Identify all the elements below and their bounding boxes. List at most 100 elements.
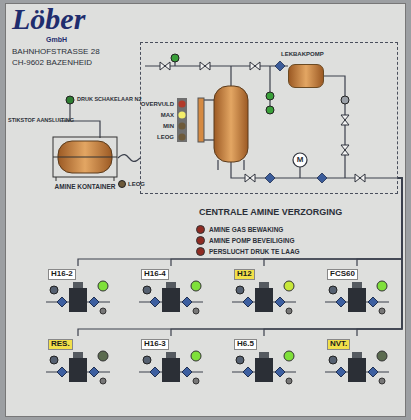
valve-block — [69, 288, 87, 312]
supply-line-path — [78, 178, 402, 336]
pressure-lamp — [66, 96, 74, 104]
test-button — [379, 378, 385, 384]
test-button — [193, 308, 199, 314]
valve-head — [166, 282, 176, 289]
pipe-line — [269, 66, 270, 110]
valve-head — [259, 282, 269, 289]
valve-block — [162, 288, 180, 312]
legend-text: AMINE GAS BEWAKING — [209, 226, 283, 233]
filter-diamond — [89, 367, 99, 377]
status-lamp — [98, 351, 108, 361]
status-lamp — [377, 351, 387, 361]
status-lamp — [191, 281, 201, 291]
filter-diamond — [182, 297, 192, 307]
station-tag: FCS60 — [327, 269, 358, 280]
company-logo: Löber — [12, 2, 85, 35]
level-lamp — [178, 100, 185, 107]
supply-line — [78, 178, 402, 336]
empty-lamp — [119, 181, 126, 188]
pipe-line — [60, 121, 100, 138]
motor-symbol — [293, 153, 307, 167]
supply-line-path — [171, 178, 402, 266]
dosing-station: H16-3 — [135, 336, 207, 386]
unit-heading: CENTRALE AMINE VERZORGING — [199, 208, 342, 218]
station-tag: H16-3 — [141, 339, 169, 350]
filter-diamond — [368, 297, 378, 307]
test-button — [100, 378, 106, 384]
status-lamp — [377, 281, 387, 291]
dosing-station: H6.5 — [228, 336, 300, 386]
supply-unit-box: CENTRALE AMINE VERZORGINGLEKBAKPOMP — [140, 42, 398, 194]
main-vessel — [214, 86, 248, 162]
pipe-line — [204, 99, 214, 100]
supply-line — [264, 178, 402, 336]
pressure-gauge — [143, 286, 151, 294]
station-tag: H12 — [234, 269, 255, 280]
valve-head — [259, 352, 269, 359]
status-lamp — [284, 351, 294, 361]
panel-label: BAHNHOFSTRASSE 28 — [12, 48, 100, 57]
supply-line — [357, 178, 402, 266]
valve-head — [352, 352, 362, 359]
container-cage — [53, 157, 117, 181]
filter-diamond — [243, 367, 253, 377]
panel-label: GmbH — [46, 36, 67, 44]
panel-label: CH-9602 BAZENHEID — [12, 59, 92, 68]
filter-diamond — [336, 297, 346, 307]
panel-label: DRUK SCHAKELAAR N2 — [77, 96, 141, 102]
valve-symbol — [341, 145, 349, 155]
valve-head — [352, 282, 362, 289]
pressure-gauge — [50, 286, 58, 294]
test-button — [193, 378, 199, 384]
filter-diamond — [265, 173, 275, 183]
filter-diamond — [57, 297, 67, 307]
valve-block — [348, 358, 366, 382]
station-tag: NVT. — [327, 339, 350, 350]
valve-symbol — [200, 62, 210, 70]
panel-label: MIN — [134, 123, 174, 130]
pressure-gauge — [143, 356, 151, 364]
panel-label: OVERVULD — [134, 101, 174, 108]
filter-diamond — [317, 173, 327, 183]
filter-diamond — [150, 367, 160, 377]
filter-diamond — [275, 297, 285, 307]
pipe-line — [230, 66, 231, 86]
pressure-gauge — [266, 92, 274, 100]
supply-line-path — [78, 178, 402, 266]
level-lamp — [178, 122, 185, 129]
valve-symbol — [160, 62, 170, 70]
tank-label: LEKBAKPOMP — [281, 51, 324, 58]
pressure-gauge — [266, 106, 274, 114]
valve-block — [255, 358, 273, 382]
filter-diamond — [89, 297, 99, 307]
station-tag: H16-4 — [141, 269, 169, 280]
supply-line-path — [171, 178, 402, 336]
test-button — [100, 308, 106, 314]
valve-block — [348, 288, 366, 312]
dosing-station: H12 — [228, 266, 300, 316]
level-lamp — [178, 133, 185, 140]
status-lamp — [98, 281, 108, 291]
lamp-strip — [177, 98, 187, 142]
pressure-gauge — [50, 356, 58, 364]
test-button — [286, 378, 292, 384]
amine-container: AMINE KONTAINER — [52, 136, 118, 180]
filter-diamond — [57, 367, 67, 377]
pressure-gauge — [171, 54, 179, 62]
pressure-gauge — [329, 286, 337, 294]
valve-head — [166, 352, 176, 359]
supply-line-path — [357, 178, 402, 336]
test-button — [286, 308, 292, 314]
supply-line — [357, 178, 402, 336]
legend-row: AMINE GAS BEWAKING — [196, 220, 283, 230]
status-lamp — [191, 351, 201, 361]
panel-label: LEOG — [128, 181, 145, 188]
pipe-line — [204, 139, 214, 140]
level-lamp — [178, 111, 185, 118]
filter-diamond — [275, 367, 285, 377]
panel-label: MAX — [134, 112, 174, 119]
dosing-station: NVT. — [321, 336, 393, 386]
filter-diamond — [275, 61, 285, 71]
